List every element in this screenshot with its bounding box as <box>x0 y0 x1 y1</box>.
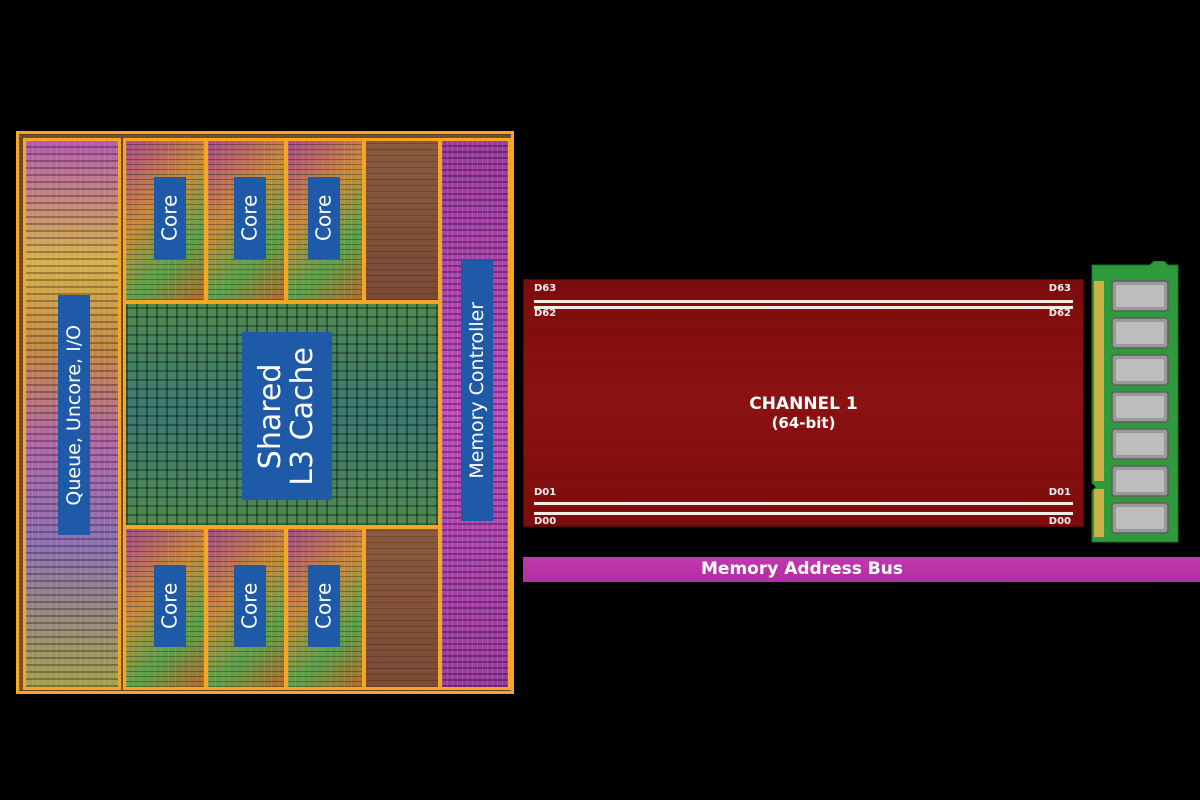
line-label-d00-right: D00 <box>1048 516 1071 527</box>
channel-width: (64-bit) <box>771 414 836 432</box>
line-label-d62-left: D62 <box>534 308 557 319</box>
core-text: Core <box>157 194 182 242</box>
processor-die: Queue, Uncore, I/O Core Core Core Shared… <box>16 131 514 694</box>
data-line-d01 <box>534 502 1073 505</box>
queue-uncore-io-text: Queue, Uncore, I/O <box>62 324 85 506</box>
core-label: Core <box>308 177 340 259</box>
data-line-d63 <box>534 300 1073 303</box>
core-text: Core <box>237 194 262 242</box>
channel-title: CHANNEL 1 <box>749 394 858 414</box>
core-text: Core <box>157 582 182 630</box>
core-text: Core <box>237 582 262 630</box>
core-label: Core <box>234 177 266 259</box>
core-text: Core <box>311 582 336 630</box>
core-block: Core <box>205 526 287 690</box>
shared-l3-cache-text: Shared L3 Cache <box>252 346 321 486</box>
die-pad-bottom <box>363 526 441 690</box>
core-label: Core <box>154 565 186 647</box>
line-label-d62-right: D62 <box>1048 308 1071 319</box>
core-text: Core <box>311 194 336 242</box>
memory-address-bus-label: Memory Address Bus <box>701 559 903 579</box>
core-block: Core <box>123 526 207 690</box>
data-line-d00 <box>534 512 1073 515</box>
core-label: Core <box>154 177 186 259</box>
memory-channel: D63 D63 D62 D62 CHANNEL 1 (64-bit) D01 D… <box>523 279 1084 527</box>
memory-controller-text: Memory Controller <box>465 301 488 479</box>
core-block: Core <box>285 138 365 303</box>
line-label-d01-right: D01 <box>1048 487 1071 498</box>
line-label-d01-left: D01 <box>534 487 557 498</box>
data-line-d62 <box>534 306 1073 309</box>
shared-l3-cache-label: Shared L3 Cache <box>242 332 332 500</box>
queue-uncore-io-block: Queue, Uncore, I/O <box>23 138 121 690</box>
dimm-module-icon <box>1091 261 1179 543</box>
core-block: Core <box>123 138 207 303</box>
die-pad-top <box>363 138 441 303</box>
memory-address-bus: Memory Address Bus <box>523 557 1200 582</box>
core-block: Core <box>205 138 287 303</box>
core-block: Core <box>285 526 365 690</box>
queue-uncore-io-label: Queue, Uncore, I/O <box>58 295 90 535</box>
memory-controller-label: Memory Controller <box>461 259 493 521</box>
line-label-d63-right: D63 <box>1048 283 1071 294</box>
core-label: Core <box>308 565 340 647</box>
line-label-d63-left: D63 <box>534 283 557 294</box>
line-label-d00-left: D00 <box>534 516 557 527</box>
memory-controller-block: Memory Controller <box>439 138 511 690</box>
shared-l3-cache-block: Shared L3 Cache <box>123 301 441 528</box>
core-label: Core <box>234 565 266 647</box>
